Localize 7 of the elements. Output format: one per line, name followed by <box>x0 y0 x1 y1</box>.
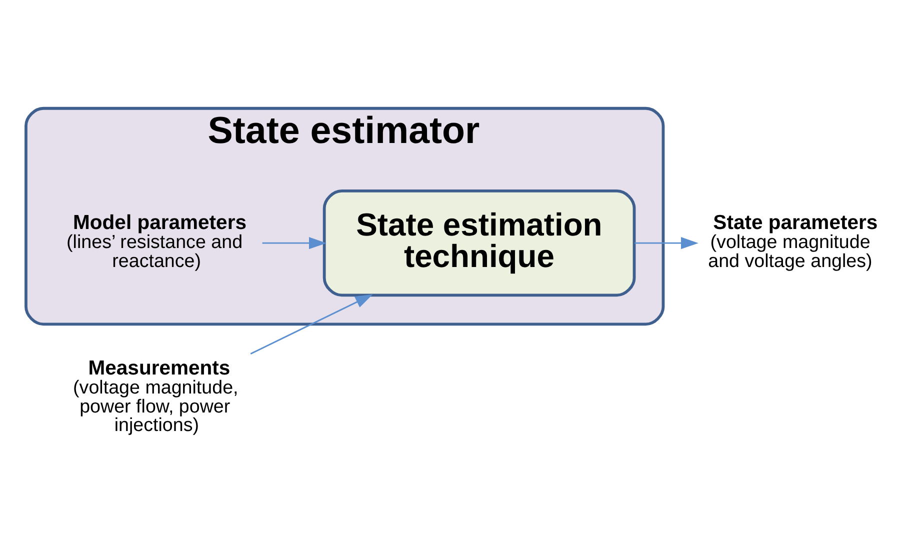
node-text: Model parameters (lines’ resistance and reactance) <box>66 211 247 270</box>
node-text: State parameters (voltage magnitude and voltage angles) <box>708 211 878 270</box>
node-text: Measurements (voltage magnitude, power flow, power injections) <box>73 356 238 435</box>
arrow <box>262 236 326 249</box>
arrow <box>634 236 698 249</box>
node-box: State estimation technique <box>322 188 636 296</box>
arrow <box>250 294 373 354</box>
